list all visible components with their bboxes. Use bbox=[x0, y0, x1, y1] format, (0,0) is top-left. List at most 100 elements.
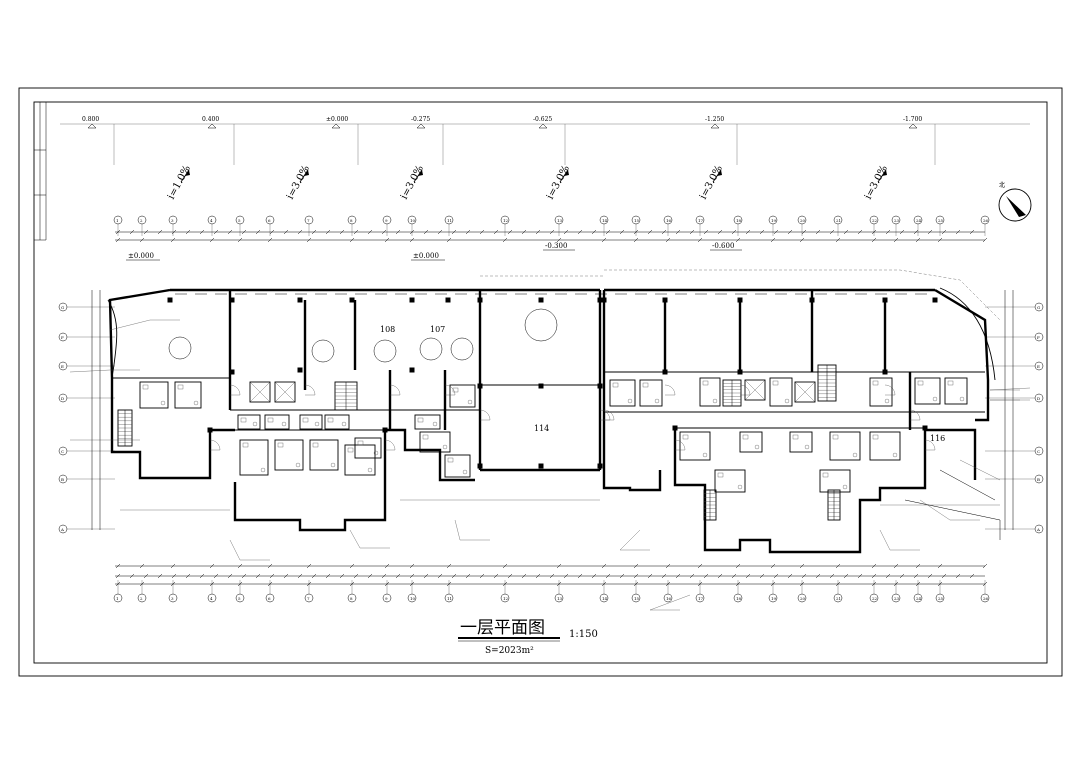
grid-number: 18 bbox=[736, 218, 742, 223]
grid-number: 24 bbox=[916, 218, 922, 223]
column bbox=[662, 369, 668, 375]
fixture-icon bbox=[852, 452, 858, 458]
level-center: -0.300 bbox=[545, 242, 567, 250]
grid-letter: F bbox=[1037, 335, 1040, 340]
grid-number: 18 bbox=[736, 596, 742, 601]
fixture-icon bbox=[832, 434, 839, 440]
leader-line bbox=[229, 539, 241, 561]
leader-line bbox=[349, 529, 361, 549]
grid-number: 4 bbox=[210, 596, 213, 601]
room-outline bbox=[354, 437, 382, 459]
column bbox=[445, 297, 451, 303]
leader-line bbox=[649, 594, 691, 611]
grid-number: 16 bbox=[666, 218, 672, 223]
grid-number: 13 bbox=[557, 218, 563, 223]
grid-number: 26 bbox=[983, 596, 989, 601]
column bbox=[662, 297, 668, 303]
door-swing bbox=[674, 439, 686, 451]
grid-number: 3 bbox=[171, 596, 174, 601]
fixture-icon bbox=[884, 398, 890, 404]
fixture-icon bbox=[314, 421, 320, 427]
binding-margin bbox=[34, 102, 47, 241]
grid-letter: G bbox=[61, 305, 64, 310]
fixture-icon bbox=[702, 380, 709, 386]
slope-arrowhead-icon bbox=[304, 170, 309, 176]
grid-number: 12 bbox=[503, 596, 509, 601]
grid-number: 25 bbox=[938, 218, 944, 223]
fixture-icon bbox=[452, 387, 459, 393]
column bbox=[597, 297, 603, 303]
room-outline bbox=[444, 454, 471, 478]
fixture-icon bbox=[341, 421, 347, 427]
grid-number: 19 bbox=[771, 218, 777, 223]
grid-number: 10 bbox=[410, 218, 416, 223]
grid-number: 7 bbox=[307, 218, 310, 223]
room-outline bbox=[789, 431, 813, 453]
room-outline bbox=[139, 381, 169, 409]
fixture-icon bbox=[422, 434, 429, 440]
column bbox=[538, 463, 544, 469]
elevation-marker-icon bbox=[908, 123, 918, 129]
column bbox=[477, 463, 483, 469]
fixture-icon bbox=[917, 380, 924, 386]
grid-number: 1 bbox=[116, 596, 119, 601]
ramp bbox=[939, 469, 996, 501]
fixture-icon bbox=[240, 417, 247, 423]
grid-letter: E bbox=[61, 364, 64, 369]
fixture-icon bbox=[242, 442, 249, 448]
grid-number: 2 bbox=[140, 596, 143, 601]
grid-number: 10 bbox=[410, 596, 416, 601]
grid-letter: F bbox=[61, 335, 64, 340]
door-swing bbox=[209, 439, 221, 451]
room-outline bbox=[699, 377, 721, 407]
fixture-icon bbox=[347, 447, 354, 453]
leader-line bbox=[69, 369, 111, 373]
level-mid: ±0.000 bbox=[413, 252, 439, 260]
column bbox=[932, 297, 938, 303]
fixture-icon bbox=[357, 440, 364, 446]
elevation-marker-icon bbox=[538, 123, 548, 129]
column bbox=[882, 297, 888, 303]
grid-number: 7 bbox=[307, 596, 310, 601]
door-swing bbox=[739, 384, 751, 396]
fixture-icon bbox=[252, 421, 258, 427]
elevation-label: -1.250 bbox=[705, 116, 724, 123]
slope-arrows: i=1.0%i=3.0%i=3.0%i=3.0%i=3.0%i=3.0% bbox=[166, 164, 890, 202]
room-outline bbox=[739, 431, 763, 453]
column bbox=[207, 427, 213, 433]
room-outline bbox=[714, 469, 746, 493]
fixture-icon bbox=[712, 398, 718, 404]
dimension-lines bbox=[91, 231, 1014, 585]
slope-label: i=3.0% bbox=[545, 164, 572, 202]
grid-number: 23 bbox=[894, 218, 900, 223]
svg-text:北: 北 bbox=[999, 181, 1005, 189]
grid-number: 26 bbox=[983, 218, 989, 223]
fixture-icon bbox=[330, 462, 336, 468]
column bbox=[672, 425, 678, 431]
fixture-icon bbox=[947, 380, 954, 386]
circle-markers bbox=[168, 308, 558, 363]
column bbox=[809, 297, 815, 303]
fixture-icon bbox=[737, 484, 743, 490]
room-outline bbox=[414, 414, 441, 430]
door-swing bbox=[384, 439, 396, 451]
grid-number: 20 bbox=[800, 596, 806, 601]
room-outline bbox=[819, 469, 851, 493]
room-outline bbox=[264, 414, 290, 430]
drawing-title: 一层平面图 bbox=[460, 618, 545, 638]
column bbox=[477, 297, 483, 303]
fixture-icon bbox=[717, 472, 724, 478]
slope-label: i=3.0% bbox=[863, 164, 890, 202]
fixture-icon bbox=[295, 462, 301, 468]
grid-letter: E bbox=[1037, 364, 1040, 369]
elevation-label: -0.625 bbox=[533, 116, 552, 123]
room-outline bbox=[609, 379, 636, 407]
fixture-icon bbox=[627, 398, 633, 404]
door-swing bbox=[229, 384, 241, 396]
fixture-icon bbox=[872, 380, 879, 386]
elevation-label: ±0.000 bbox=[326, 116, 348, 123]
door-swing bbox=[664, 384, 676, 396]
room-outline bbox=[419, 431, 451, 453]
fixture-icon bbox=[754, 444, 760, 450]
elevation-label: 0.800 bbox=[82, 116, 99, 123]
